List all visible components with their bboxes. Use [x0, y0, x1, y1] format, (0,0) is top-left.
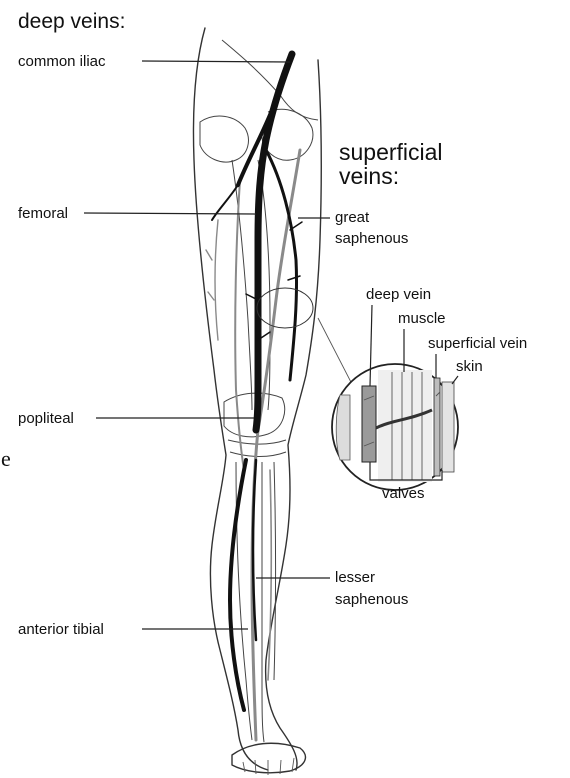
- label-inset-superficial-vein: superficial vein: [428, 335, 527, 352]
- deep-veins-heading: deep veins:: [18, 10, 125, 33]
- label-popliteal: popliteal: [18, 410, 74, 427]
- label-inset-muscle: muscle: [398, 310, 446, 327]
- label-lesser-saphenous-line2: saphenous: [335, 591, 408, 608]
- detail-region-ellipse: [257, 288, 313, 328]
- label-lesser-saphenous-line1: lesser: [335, 569, 375, 586]
- label-great-saphenous-line1: great: [335, 209, 370, 226]
- label-great-saphenous-line2: saphenous: [335, 230, 408, 247]
- leader-femoral: [84, 213, 256, 214]
- margin-glyph: e: [1, 446, 11, 471]
- label-inset-deep-vein: deep vein: [366, 286, 431, 303]
- superficial-veins-heading-line1: superficial: [339, 139, 443, 165]
- inset-deep-vein: [362, 386, 376, 462]
- inset-skin: [442, 382, 454, 472]
- leader-common-iliac: [142, 61, 290, 62]
- inset-muscle: [378, 370, 432, 482]
- label-femoral: femoral: [18, 205, 68, 222]
- deep-veins: [212, 54, 302, 710]
- label-inset-valves: valves: [382, 485, 425, 502]
- label-inset-skin: skin: [456, 358, 483, 375]
- inset-left-tissue: [336, 395, 350, 460]
- label-common-iliac: common iliac: [18, 53, 106, 70]
- superficial-veins-heading-line2: veins:: [339, 163, 399, 189]
- leader-inset-skin: [452, 376, 458, 384]
- label-anterior-tibial: anterior tibial: [18, 621, 104, 638]
